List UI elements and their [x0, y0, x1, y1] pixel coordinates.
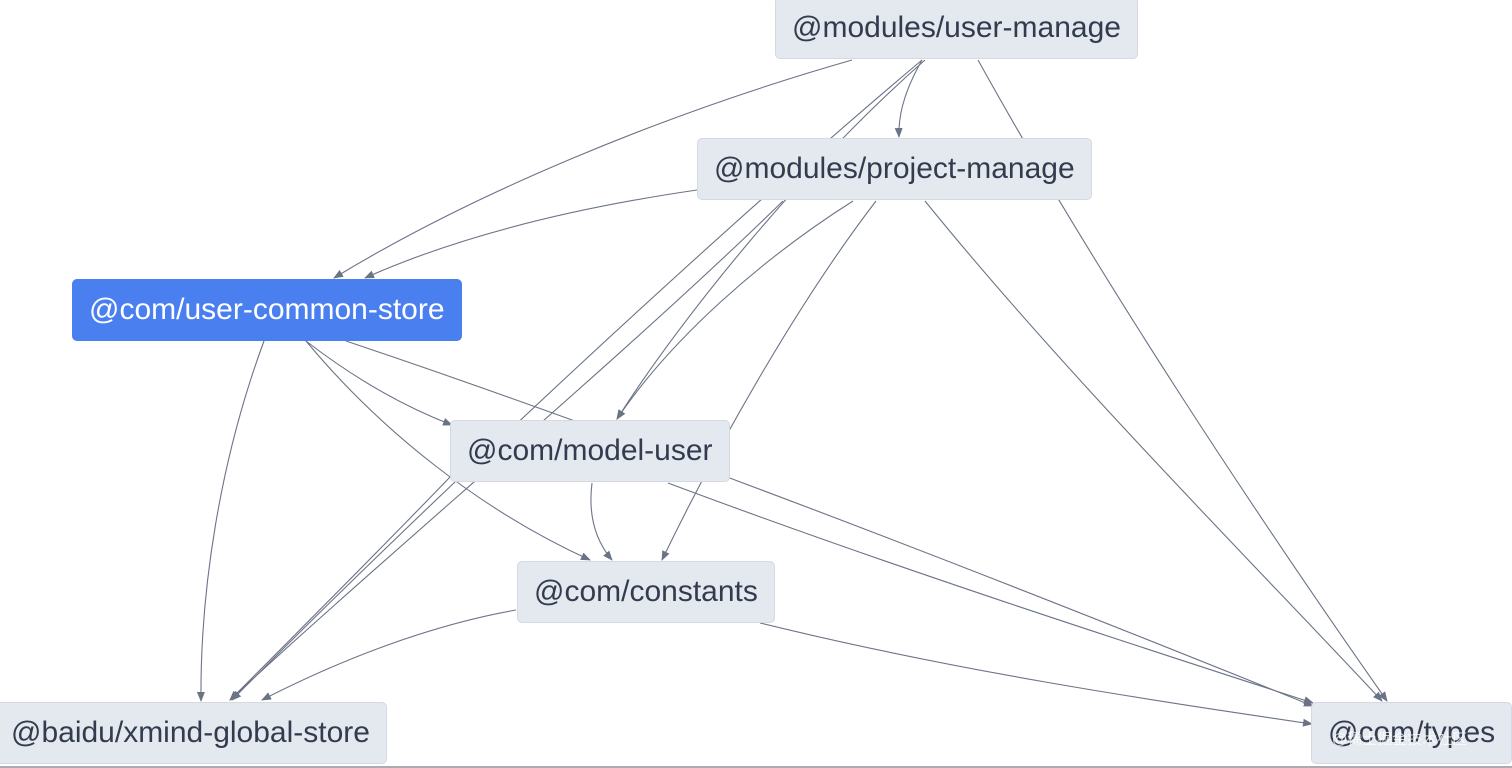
node-com-types[interactable]: @com/types	[1311, 702, 1512, 764]
node-com-constants[interactable]: @com/constants	[517, 561, 775, 623]
edge-project-manage-to-constants	[661, 200, 877, 561]
edge-user-common-store-to-constants	[305, 340, 591, 561]
edge-project-manage-to-types	[924, 200, 1383, 702]
edge-project-manage-to-user-common-store	[364, 189, 698, 279]
edge-user-common-store-to-types	[345, 340, 1314, 707]
edge-constants-to-xmind-global-store	[261, 609, 517, 701]
node-com-model-user[interactable]: @com/model-user	[450, 420, 730, 482]
edge-model-user-to-constants	[590, 482, 613, 561]
node-com-user-common-store[interactable]: @com/user-common-store	[72, 279, 462, 341]
node-baidu-xmind-global-store[interactable]: @baidu/xmind-global-store	[0, 702, 387, 764]
edge-model-user-to-types	[667, 482, 1314, 705]
watermark-text: @稀土掘金技术社区	[1332, 731, 1468, 748]
edge-user-common-store-to-model-user	[305, 340, 453, 426]
edge-constants-to-types	[759, 622, 1313, 727]
edge-user-manage-to-user-common-store	[333, 59, 853, 279]
node-modules-user-manage[interactable]: @modules/user-manage	[775, 0, 1138, 59]
edge-project-manage-to-model-user	[616, 200, 854, 420]
node-modules-project-manage[interactable]: @modules/project-manage	[697, 138, 1092, 200]
edge-user-common-store-to-xmind-global-store	[196, 340, 265, 702]
edge-user-manage-to-model-user	[616, 59, 926, 420]
bottom-divider	[0, 766, 1512, 768]
edge-model-user-to-xmind-global-store	[229, 474, 453, 701]
edge-user-manage-to-project-manage	[894, 59, 923, 138]
